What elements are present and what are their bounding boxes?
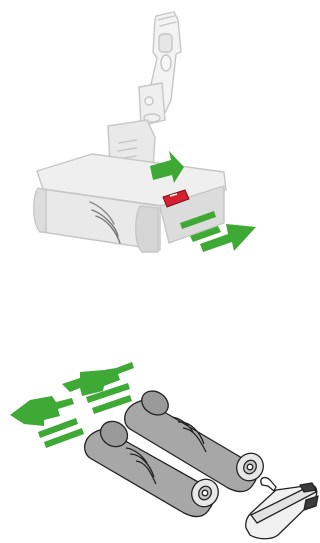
roller-removal-illustration — [0, 0, 320, 272]
brush-roller-icon — [0, 272, 320, 543]
roller-separation-illustration — [0, 272, 320, 543]
end-cap-icon — [246, 478, 318, 539]
vacuum-cleaner-head-icon — [0, 0, 320, 272]
